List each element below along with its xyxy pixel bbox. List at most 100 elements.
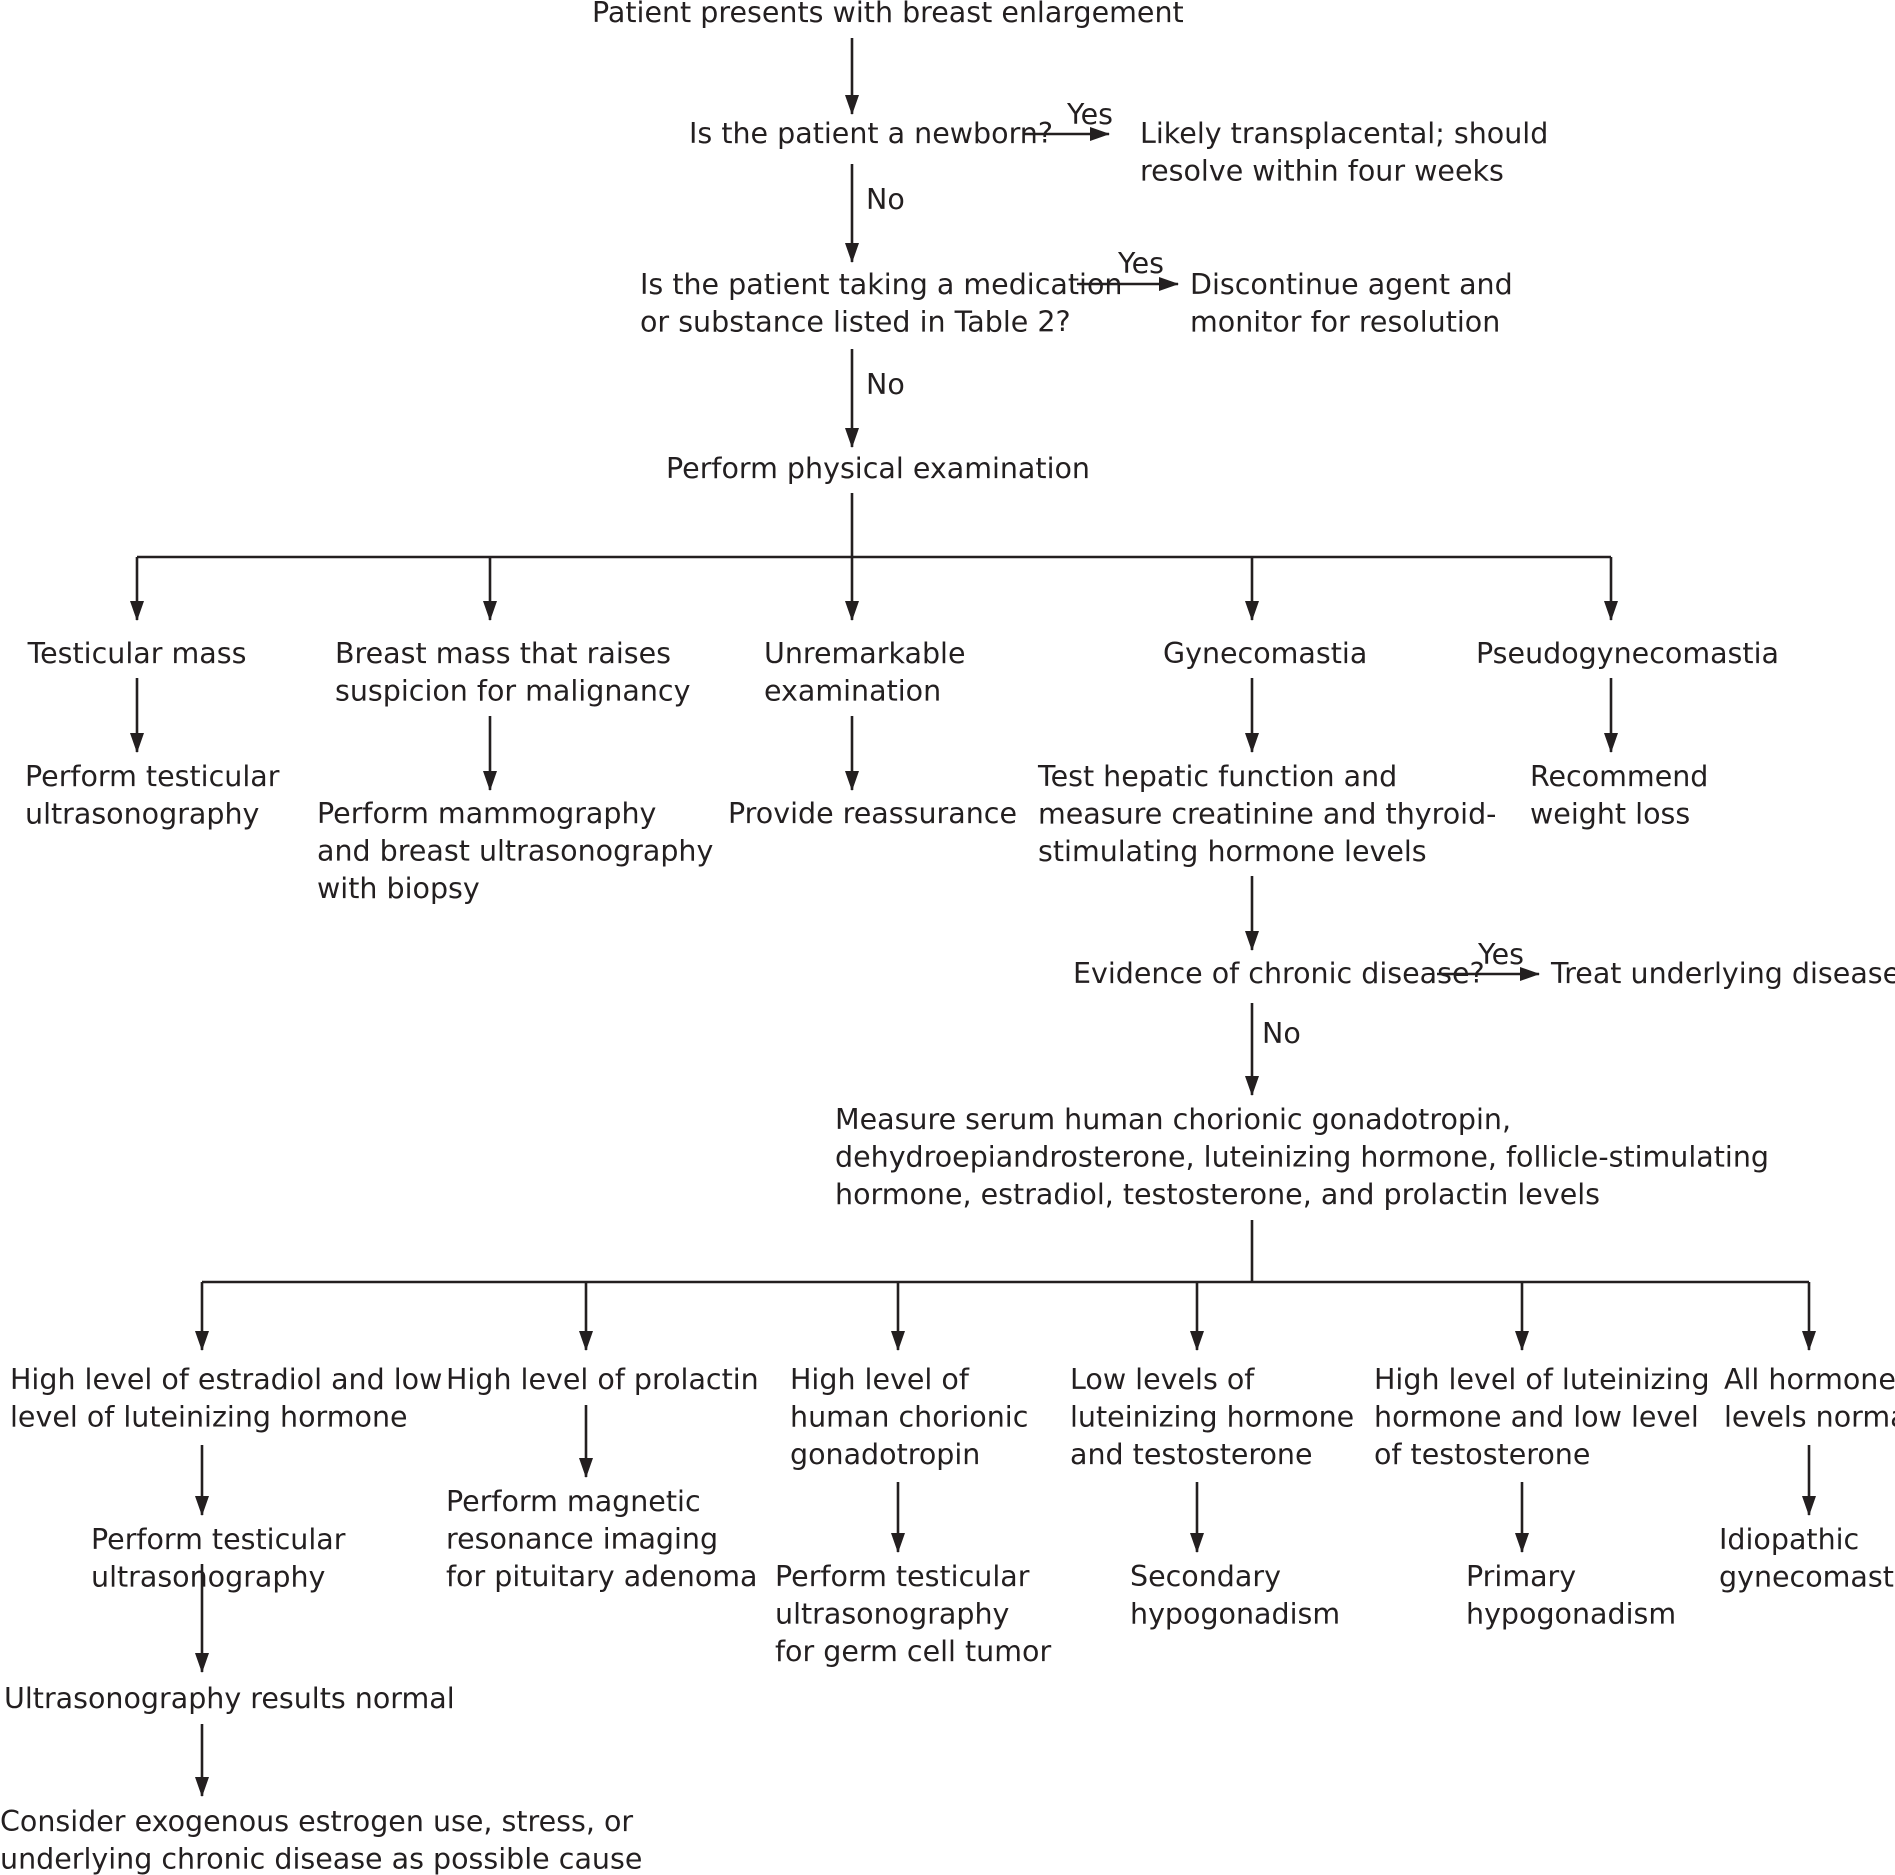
node-text-line: luteinizing hormone (1070, 1401, 1354, 1434)
node-hepatic: Test hepatic function and measure creatin… (1037, 760, 1496, 868)
node-high-prolactin: High level of prolactin (446, 1363, 759, 1396)
node-text-line: with biopsy (317, 872, 480, 905)
node-text-line: for germ cell tumor (775, 1635, 1051, 1668)
node-text-line: ultrasonography (25, 798, 260, 831)
node-text-line: resolve within four weeks (1140, 155, 1504, 188)
node-text-line: Unremarkable (764, 637, 966, 670)
node-text-line: Gynecomastia (1163, 637, 1367, 670)
node-text-line: Perform testicular (91, 1523, 346, 1556)
node-exogenous: Consider exogenous estrogen use, stress,… (0, 1805, 642, 1875)
node-text-line: All hormone (1724, 1363, 1895, 1396)
node-text-line: of testosterone (1374, 1438, 1590, 1471)
node-text-line: Perform magnetic (446, 1485, 701, 1518)
node-mri: Perform magnetic resonance imaging for pit… (446, 1485, 758, 1593)
node-text-line: suspicion for malignancy (335, 675, 691, 708)
node-text-line: and breast ultrasonography (317, 835, 713, 868)
node-text-line: weight loss (1530, 798, 1690, 831)
node-testicular-us-1: Perform testicular ultrasonography (25, 760, 280, 831)
node-medication: Is the patient taking a medication or sub… (640, 268, 1122, 339)
node-treat: Treat underlying disease (1550, 957, 1895, 990)
node-text-line: human chorionic (790, 1401, 1028, 1434)
node-us-normal: Ultrasonography results normal (4, 1682, 455, 1715)
node-text-line: High level of luteinizing (1374, 1363, 1710, 1396)
node-newborn: Is the patient a newborn? (689, 117, 1053, 150)
node-text-line: Ultrasonography results normal (4, 1682, 455, 1715)
node-idiopathic: Idiopathic gynecomastia (1719, 1523, 1895, 1594)
node-text-line: High level of (790, 1363, 970, 1396)
node-text-line: hormone and low level (1374, 1401, 1699, 1434)
node-text-line: resonance imaging (446, 1523, 718, 1556)
node-text-line: Breast mass that raises (335, 637, 671, 670)
node-text-line: Secondary (1130, 1560, 1281, 1593)
node-text-line: Discontinue agent and (1190, 268, 1513, 301)
node-physical: Perform physical examination (666, 452, 1090, 485)
node-text-line: ultrasonography (775, 1598, 1010, 1631)
node-text-line: level of luteinizing hormone (10, 1401, 408, 1434)
node-measure-serum: Measure serum human chorionic gonadotrop… (835, 1103, 1769, 1211)
node-text-line: Treat underlying disease (1550, 957, 1895, 990)
node-text-line: gonadotropin (790, 1438, 980, 1471)
node-text-line: High level of prolactin (446, 1363, 759, 1396)
node-weight-loss: Recommend weight loss (1530, 760, 1708, 831)
node-transplacental: Likely transplacental; should resolve wit… (1140, 117, 1548, 188)
node-discontinue: Discontinue agent and monitor for resolut… (1190, 268, 1513, 339)
node-text-line: or substance listed in Table 2? (640, 306, 1071, 339)
node-testicular-mass: Testicular mass (27, 637, 247, 670)
edge-label-yes-chronic: Yes (1477, 938, 1524, 971)
node-text-line: ultrasonography (91, 1561, 326, 1594)
node-high-lh: High level of luteinizing hormone and low… (1374, 1363, 1710, 1471)
node-text-line: levels normal (1724, 1401, 1895, 1434)
node-text-line: Low levels of (1070, 1363, 1255, 1396)
node-high-hcg: High level of human chorionic gonadotropin (790, 1363, 1028, 1471)
node-all-normal: All hormone levels normal (1724, 1363, 1895, 1434)
node-unremarkable: Unremarkable examination (764, 637, 966, 708)
edge-label-yes-medication: Yes (1117, 247, 1164, 280)
edge-label-yes-newborn: Yes (1066, 98, 1113, 131)
edge-label-no-newborn: No (866, 183, 905, 216)
node-primary: Primary hypogonadism (1466, 1560, 1676, 1631)
node-text-line: Recommend (1530, 760, 1708, 793)
node-mammography: Perform mammography and breast ultrasonog… (317, 797, 713, 905)
node-text-line: stimulating hormone levels (1038, 835, 1427, 868)
node-germ-cell: Perform testicular ultrasonography for ger… (775, 1560, 1051, 1668)
node-text-line: High level of estradiol and low (10, 1363, 442, 1396)
node-text-line: Provide reassurance (728, 797, 1017, 830)
node-text-line: Testicular mass (27, 637, 247, 670)
node-text-line: Idiopathic (1719, 1523, 1859, 1556)
node-text-line: and testosterone (1070, 1438, 1313, 1471)
node-text-line: hypogonadism (1466, 1598, 1676, 1631)
node-testicular-us-2: Perform testicular ultrasonography (91, 1523, 346, 1594)
edge-label-no-medication: No (866, 368, 905, 401)
node-text-line: Pseudogynecomastia (1476, 637, 1779, 670)
node-text-line: Perform testicular (775, 1560, 1030, 1593)
node-text-line: hormone, estradiol, testosterone, and pr… (835, 1178, 1600, 1211)
node-text-line: Patient presents with breast enlargement (592, 0, 1184, 29)
node-text-line: Likely transplacental; should (1140, 117, 1548, 150)
node-text-line: dehydroepiandrosterone, luteinizing horm… (835, 1141, 1769, 1174)
node-text-line: for pituitary adenoma (446, 1560, 758, 1593)
node-start: Patient presents with breast enlargement (592, 0, 1184, 29)
node-text-line: hypogonadism (1130, 1598, 1340, 1631)
node-text-line: examination (764, 675, 941, 708)
node-pseudo: Pseudogynecomastia (1476, 637, 1779, 670)
node-high-estradiol: High level of estradiol and low level of … (10, 1363, 442, 1434)
node-text-line: measure creatinine and thyroid- (1038, 798, 1496, 831)
node-text-line: Consider exogenous estrogen use, stress,… (0, 1805, 633, 1838)
node-text-line: Primary (1466, 1560, 1576, 1593)
node-gynecomastia: Gynecomastia (1163, 637, 1367, 670)
node-secondary: Secondary hypogonadism (1130, 1560, 1340, 1631)
node-text-line: Is the patient taking a medication (640, 268, 1122, 301)
node-text-line: Perform testicular (25, 760, 280, 793)
edge-label-no-chronic: No (1262, 1017, 1301, 1050)
node-text-line: underlying chronic disease as possible c… (0, 1843, 642, 1875)
node-text-line: Evidence of chronic disease? (1073, 957, 1485, 990)
node-text-line: monitor for resolution (1190, 306, 1500, 339)
node-text-line: Is the patient a newborn? (689, 117, 1053, 150)
node-text-line: Test hepatic function and (1037, 760, 1397, 793)
node-text-line: gynecomastia (1719, 1561, 1895, 1594)
node-reassurance: Provide reassurance (728, 797, 1017, 830)
node-low-lh: Low levels of luteinizing hormone and test… (1070, 1363, 1354, 1471)
node-text-line: Perform mammography (317, 797, 657, 830)
node-chronic: Evidence of chronic disease? (1073, 957, 1485, 990)
